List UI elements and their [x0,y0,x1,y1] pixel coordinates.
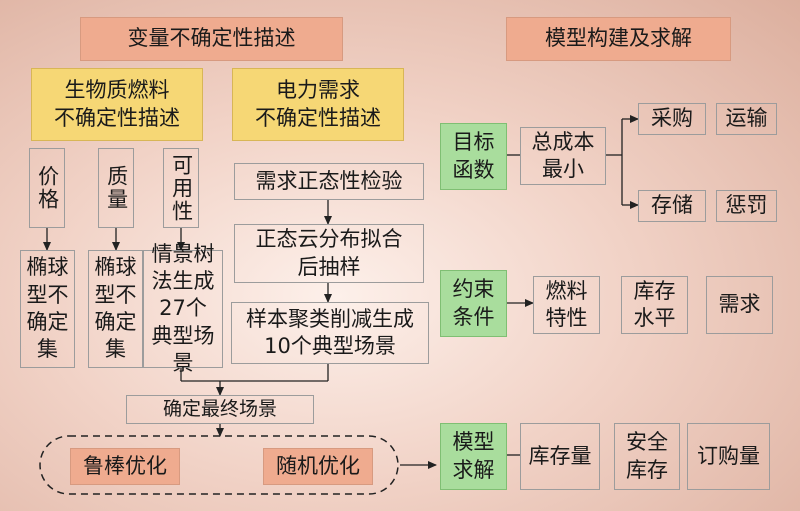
objective-function-label: 目标函数 [440,123,507,190]
demand-title-line1: 电力需求 [276,78,360,103]
final-scenario-box: 确定最终场景 [126,395,314,424]
total-cost-minimization: 总成本最小 [520,127,606,185]
demand-title-line2: 不确定性描述 [255,105,381,130]
clustering-reduction-step: 样本聚类削减生成10个典型场景 [231,302,429,364]
transport-cost: 运输 [716,103,777,135]
penalty-cost: 惩罚 [716,190,777,222]
availability-box: 可用性 [163,148,199,228]
order-quantity-output: 订购量 [687,423,770,490]
storage-cost: 存储 [638,190,706,222]
uncertainty-description-header: 变量不确定性描述 [80,17,343,61]
quality-ellipsoid-set: 椭球型不确定集 [88,250,143,368]
inventory-quantity-output: 库存量 [520,423,600,490]
constraints-label: 约束条件 [440,270,507,337]
procurement-cost: 采购 [638,103,706,135]
model-construction-header: 模型构建及求解 [506,17,731,61]
cloud-fitting-step: 正态云分布拟合后抽样 [234,224,424,283]
price-box: 价格 [29,148,65,228]
biomass-uncertainty-title: 生物质燃料 不确定性描述 [31,68,203,141]
biomass-title-line1: 生物质燃料 [64,78,170,103]
price-ellipsoid-set: 椭球型不确定集 [20,250,75,368]
availability-scenario-tree: 情景树法生成27个典型场景 [143,242,223,375]
demand-uncertainty-title: 电力需求 不确定性描述 [232,68,404,141]
safety-stock-output: 安全库存 [614,423,680,490]
robust-optimization: 鲁棒优化 [70,448,180,485]
quality-label: 质量 [104,165,129,211]
model-solution-label: 模型求解 [440,423,507,490]
price-label: 价格 [35,165,60,211]
demand-constraint: 需求 [706,276,773,334]
quality-box: 质量 [98,148,134,228]
stochastic-optimization: 随机优化 [263,448,373,485]
inventory-level-constraint: 库存水平 [621,276,688,334]
fuel-property-constraint: 燃料特性 [533,276,600,334]
availability-label: 可用性 [169,153,194,223]
normality-test-step: 需求正态性检验 [234,163,424,200]
biomass-title-line2: 不确定性描述 [54,105,180,130]
optimization-dashed-group [39,435,399,495]
